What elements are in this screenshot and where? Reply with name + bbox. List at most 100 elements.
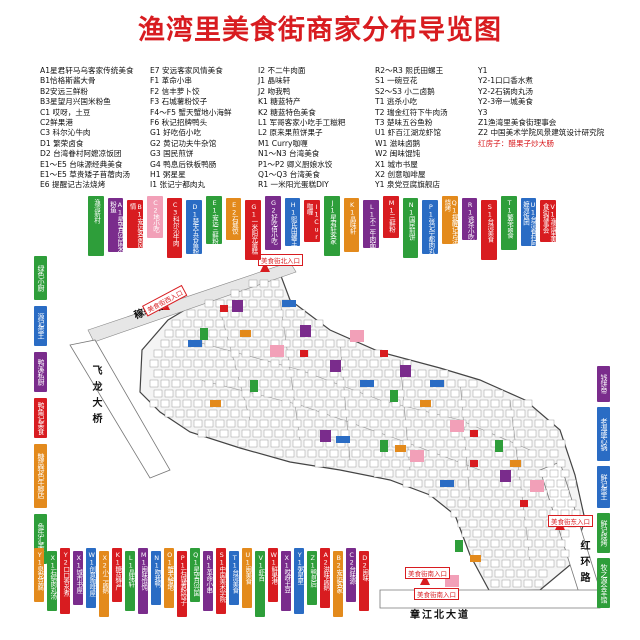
building-block [336, 379, 346, 388]
building-block [534, 499, 544, 508]
top-shop-tag: H1熙氏田螺王 [284, 198, 301, 246]
building-block [208, 369, 218, 378]
building-block [413, 439, 423, 448]
building-block [219, 369, 229, 378]
legend-item: G4 鸭息后铁板鸭肠 [150, 159, 217, 169]
building-block [351, 389, 361, 398]
building-block [292, 339, 302, 348]
building-block [270, 319, 280, 328]
bottom-shop-tag: B2安远客家 [333, 551, 343, 617]
building-block [307, 349, 317, 358]
gate-south: 美食街南入口 [414, 588, 459, 600]
top-shop-tag: 渔湾新村 [88, 196, 104, 256]
building-block [556, 559, 566, 568]
legend-item: D1 繁荣卤食 [40, 138, 84, 148]
building-block [490, 499, 500, 508]
building-block [450, 389, 460, 398]
building-block [153, 389, 163, 398]
building-block [391, 459, 401, 468]
building-block [263, 309, 273, 318]
top-shop-tag: G2好吃佰小吃 [265, 196, 281, 250]
building-block [186, 329, 196, 338]
building-block [175, 349, 185, 358]
legend-item: B1恰格斯酱大骨 [40, 76, 96, 86]
building-block [406, 389, 416, 398]
building-block [391, 419, 401, 428]
shop-block [440, 480, 454, 487]
building-block [567, 479, 577, 488]
building-block [171, 319, 181, 328]
shop-block [395, 445, 406, 452]
building-block [413, 419, 423, 428]
top-shop-tag-label: E2石城饺 [230, 201, 239, 234]
building-block [373, 369, 383, 378]
building-block [252, 309, 262, 318]
building-block [483, 509, 493, 518]
building-block [549, 529, 559, 538]
building-block [241, 369, 251, 378]
building-block [296, 369, 306, 378]
building-block [351, 349, 361, 358]
legend-item: G1 好吃佰小吃 [150, 128, 202, 138]
building-block [292, 359, 302, 368]
building-block [193, 419, 203, 428]
shop-block [510, 460, 521, 467]
shop-block [350, 330, 364, 342]
building-block [549, 429, 559, 438]
building-block [351, 429, 361, 438]
building-block [538, 549, 548, 558]
shop-block [250, 380, 258, 392]
building-block [417, 389, 427, 398]
building-block [457, 479, 467, 488]
legend-item: P1～P2 卿义厨娘水饺 [258, 159, 333, 169]
building-block [164, 389, 174, 398]
building-block [318, 389, 328, 398]
building-block [384, 449, 394, 458]
building-block [490, 539, 500, 548]
building-block [362, 449, 372, 458]
legend-item: F4～F5 蟹天蟹地小海鲜 [150, 107, 232, 117]
building-block [336, 399, 346, 408]
bottom-shop-tag-label: N1吻我鸭 [152, 554, 161, 587]
building-block [417, 429, 427, 438]
building-block [501, 399, 511, 408]
top-shop-tag: Q1提醒记古法烧烤 [442, 196, 458, 244]
page-title: 渔湾里美食街商家分布导览图 [138, 15, 502, 46]
building-block [549, 469, 559, 478]
building-block [329, 389, 339, 398]
road-north [87, 261, 297, 343]
top-shop-tag: L1不二牛肉面 [363, 200, 379, 248]
bottom-shop-tag: Y1粥星星 [294, 548, 304, 614]
building-block [468, 539, 478, 548]
building-block [215, 339, 225, 348]
building-block [340, 389, 350, 398]
building-block [314, 419, 324, 428]
legend-item: E1～E5 台味源经典美食 [40, 159, 123, 169]
building-block [281, 359, 291, 368]
shop-block [520, 500, 528, 507]
top-shop-tag-label: Q1提醒记古法烧烤 [442, 199, 458, 244]
building-block [505, 489, 515, 498]
building-block [204, 359, 214, 368]
building-block [435, 419, 445, 428]
building-block [237, 319, 247, 328]
building-block [362, 369, 372, 378]
building-block [450, 449, 460, 458]
building-block [494, 409, 504, 418]
bottom-shop-tag: Z1鸭息后 [307, 551, 317, 605]
building-block [450, 509, 460, 518]
top-shop-tag: P1张记宁都肉丸 [422, 200, 438, 254]
building-block [479, 399, 489, 408]
legend-item: E6 提醒记古法烧烤 [40, 180, 106, 190]
building-block [417, 469, 427, 478]
building-block [457, 399, 467, 408]
bottom-shop-tag-label: A2滋味卤鹅 [321, 551, 330, 590]
building-block [523, 419, 533, 428]
building-block [153, 349, 163, 358]
building-block [340, 369, 350, 378]
building-block [527, 409, 537, 418]
top-shop-tag-label: M1三鲜粉 [387, 199, 396, 232]
building-block [259, 359, 269, 368]
building-block [230, 409, 240, 418]
